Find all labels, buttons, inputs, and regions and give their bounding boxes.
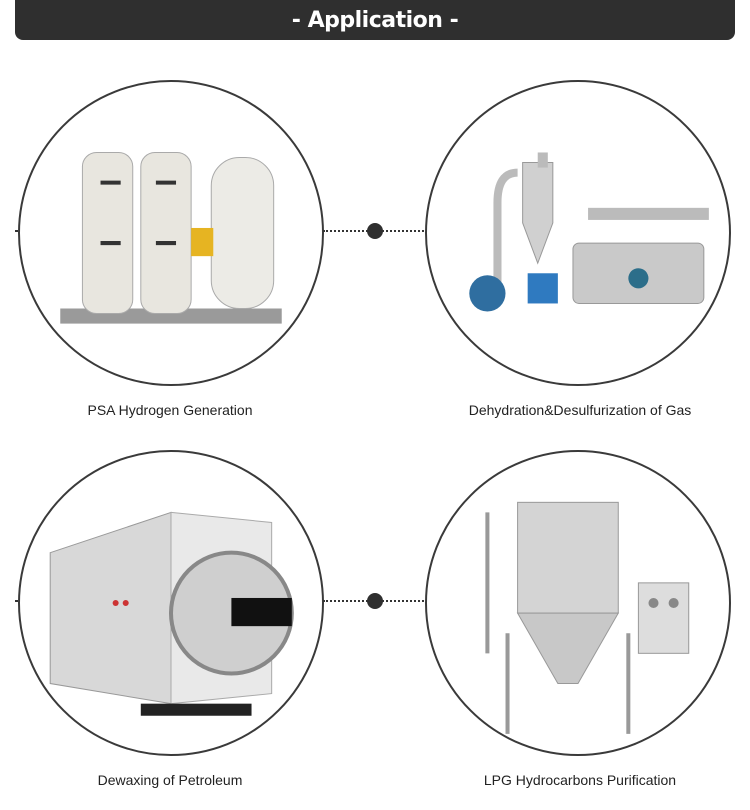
section-title: - Application - bbox=[291, 7, 459, 33]
lpg-purification-image bbox=[425, 450, 731, 756]
connector-tick bbox=[15, 230, 18, 232]
application-label: PSA Hydrogen Generation bbox=[87, 402, 253, 418]
application-label: Dewaxing of Petroleum bbox=[97, 772, 243, 788]
psa-hydrogen-image bbox=[18, 80, 324, 386]
connector-dot bbox=[367, 593, 383, 609]
dehydration-image bbox=[425, 80, 731, 386]
connector-tick bbox=[15, 600, 18, 602]
connector-dot bbox=[367, 223, 383, 239]
section-header: - Application - bbox=[15, 0, 735, 40]
application-label: LPG Hydrocarbons Purification bbox=[483, 772, 677, 788]
dewaxing-image bbox=[18, 450, 324, 756]
application-label: Dehydration&Desulfurization of Gas bbox=[468, 402, 692, 418]
